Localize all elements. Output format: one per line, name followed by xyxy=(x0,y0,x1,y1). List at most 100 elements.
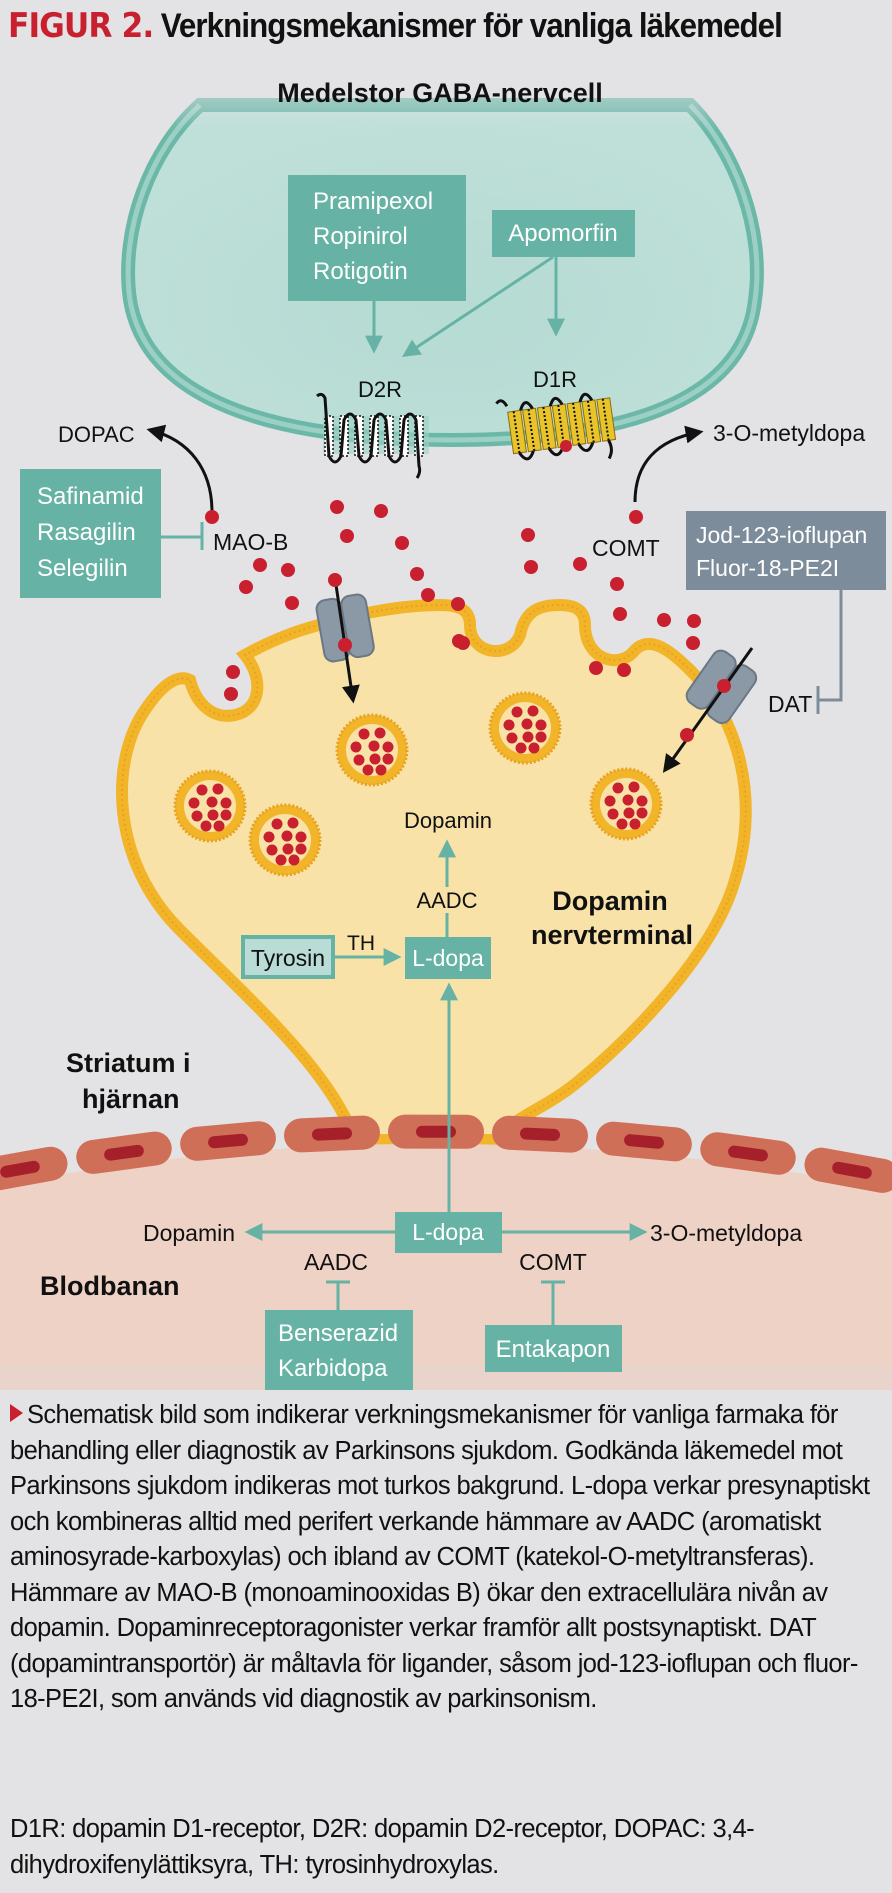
figure-title: FIGUR 2.Verkningsmekanismer för vanliga … xyxy=(8,6,783,46)
dopamine-molecule xyxy=(330,500,344,514)
dopamine-molecule xyxy=(503,719,515,731)
cell-nucleus xyxy=(0,1160,40,1178)
dopamine-molecule xyxy=(451,597,465,611)
th-label: TH xyxy=(347,932,375,955)
dopamine-molecule xyxy=(226,665,240,679)
dopamine-molecule xyxy=(374,504,388,518)
blood-comt-label: COMT xyxy=(519,1249,587,1275)
dopamine-molecule xyxy=(275,854,287,866)
dopamine-molecule xyxy=(196,784,208,796)
free-dopamine xyxy=(224,500,701,701)
cell-nucleus xyxy=(104,1144,144,1161)
agonist-pramipexol: Pramipexol xyxy=(313,188,433,215)
figure-label: FIGUR 2. xyxy=(8,6,154,46)
dopac-label: DOPAC xyxy=(58,422,135,447)
dopamine-molecule xyxy=(636,795,648,807)
dopamine-molecule xyxy=(295,843,307,855)
striatum-label-line1: Striatum i xyxy=(66,1048,191,1078)
vesicles xyxy=(173,691,663,877)
dopamine-molecule xyxy=(191,810,203,822)
dopamine-molecule xyxy=(369,753,381,765)
tyrosine-label: Tyrosin xyxy=(251,945,325,971)
blood-vessel-wall xyxy=(0,1114,892,1193)
methyldopa-label: 3-O-metyldopa xyxy=(713,420,865,446)
inhibitor-benserazid: Benserazid xyxy=(278,1320,398,1347)
terminal-dopamine-label: Dopamin xyxy=(404,808,492,833)
dopamine-molecule xyxy=(535,731,547,743)
caption-marker-icon xyxy=(10,1404,23,1422)
dopamine-molecule xyxy=(629,818,641,830)
d1r-label: D1R xyxy=(533,367,577,392)
dopamine-transporter-left xyxy=(315,573,375,704)
comt-inhibitor-box: Entakapon xyxy=(485,1325,622,1372)
dopamine-molecule xyxy=(636,807,648,819)
aadc-inhibitors-box: Benserazid Karbidopa xyxy=(265,1310,413,1390)
comt-inhibition-line xyxy=(541,1280,565,1325)
dopamine-molecule xyxy=(382,741,394,753)
terminal-label-line2: nervterminal xyxy=(531,920,693,950)
dopamine-molecule xyxy=(452,634,466,648)
dopamine-molecule xyxy=(200,820,212,832)
dopamine-molecule xyxy=(287,817,299,829)
dopamine-molecule xyxy=(281,563,295,577)
dopamine-molecule xyxy=(511,706,523,718)
dopamine-molecule xyxy=(421,588,435,602)
dopamine-molecule xyxy=(382,753,394,765)
dopamine-terminal xyxy=(116,598,752,1146)
ligand-pe2i: Fluor-18-PE2I xyxy=(696,555,839,581)
dopamine-molecule xyxy=(362,764,374,776)
dopamine-molecule xyxy=(604,795,616,807)
dopamine-molecule xyxy=(212,783,224,795)
blood-region-label: Blodbanan xyxy=(40,1271,180,1301)
dopamine-molecule xyxy=(686,636,700,650)
striatum-label-line2: hjärnan xyxy=(82,1084,180,1114)
cell-nucleus xyxy=(520,1127,560,1141)
dopamine-molecule xyxy=(395,536,409,550)
dopamine-molecule xyxy=(282,843,294,855)
dopamine-molecule xyxy=(205,510,219,524)
dat-label: DAT xyxy=(768,691,812,717)
dopamine-molecule xyxy=(521,718,533,730)
vesicle xyxy=(248,803,322,877)
blood-aadc-label: AADC xyxy=(304,1249,368,1275)
dopamine-molecule xyxy=(607,808,619,820)
dopamine-molecule xyxy=(657,613,671,627)
figure-caption: Schematisk bild som indikerar verkningsm… xyxy=(10,1398,882,1718)
dopamine-molecule xyxy=(281,830,293,842)
dopamine-molecule xyxy=(288,854,300,866)
dopamine-molecule xyxy=(560,440,572,452)
endothelial-cell xyxy=(76,1131,172,1174)
dopamine-molecule xyxy=(266,844,278,856)
cell-nucleus xyxy=(624,1134,664,1149)
dopamine-molecule xyxy=(617,663,631,677)
dopamine-agonists-box: Pramipexol Ropinirol Rotigotin xyxy=(288,175,466,301)
dopamine-molecule xyxy=(612,782,624,794)
dopamine-molecule xyxy=(206,796,218,808)
aadc-inhibition-line xyxy=(326,1280,350,1310)
dopamine-molecule xyxy=(374,727,386,739)
cell-nucleus xyxy=(728,1145,768,1162)
inhibitor-karbidopa: Karbidopa xyxy=(278,1355,388,1382)
endothelial-cell xyxy=(596,1121,692,1162)
endothelial-cell xyxy=(804,1147,892,1193)
endothelial-cell xyxy=(284,1115,380,1153)
terminal-body xyxy=(116,598,752,1146)
dopamine-molecule xyxy=(515,742,527,754)
vesicle xyxy=(173,769,247,843)
dopamine-molecule xyxy=(573,557,587,571)
cell-nucleus xyxy=(312,1127,352,1141)
terminal-label-line1: Dopamin xyxy=(552,886,668,916)
gaba-cell-label: Medelstor GABA-nervcell xyxy=(277,78,603,108)
dopamine-molecule xyxy=(524,560,538,574)
dopamine-molecule xyxy=(622,794,634,806)
inhibitor-selegilin: Selegilin xyxy=(37,555,128,582)
dopamine-molecule xyxy=(285,596,299,610)
dopamine-molecule xyxy=(220,809,232,821)
apomorphine-label: Apomorfin xyxy=(508,220,617,247)
dopamine-molecule xyxy=(613,607,627,621)
endothelial-cell xyxy=(492,1115,588,1153)
terminal-ldopa-box: L-dopa xyxy=(405,937,491,979)
dopamine-molecule xyxy=(253,558,267,572)
vesicle xyxy=(335,713,409,787)
diagnostic-ligands-box: Jod-123-ioflupan Fluor-18-PE2I xyxy=(686,511,886,590)
